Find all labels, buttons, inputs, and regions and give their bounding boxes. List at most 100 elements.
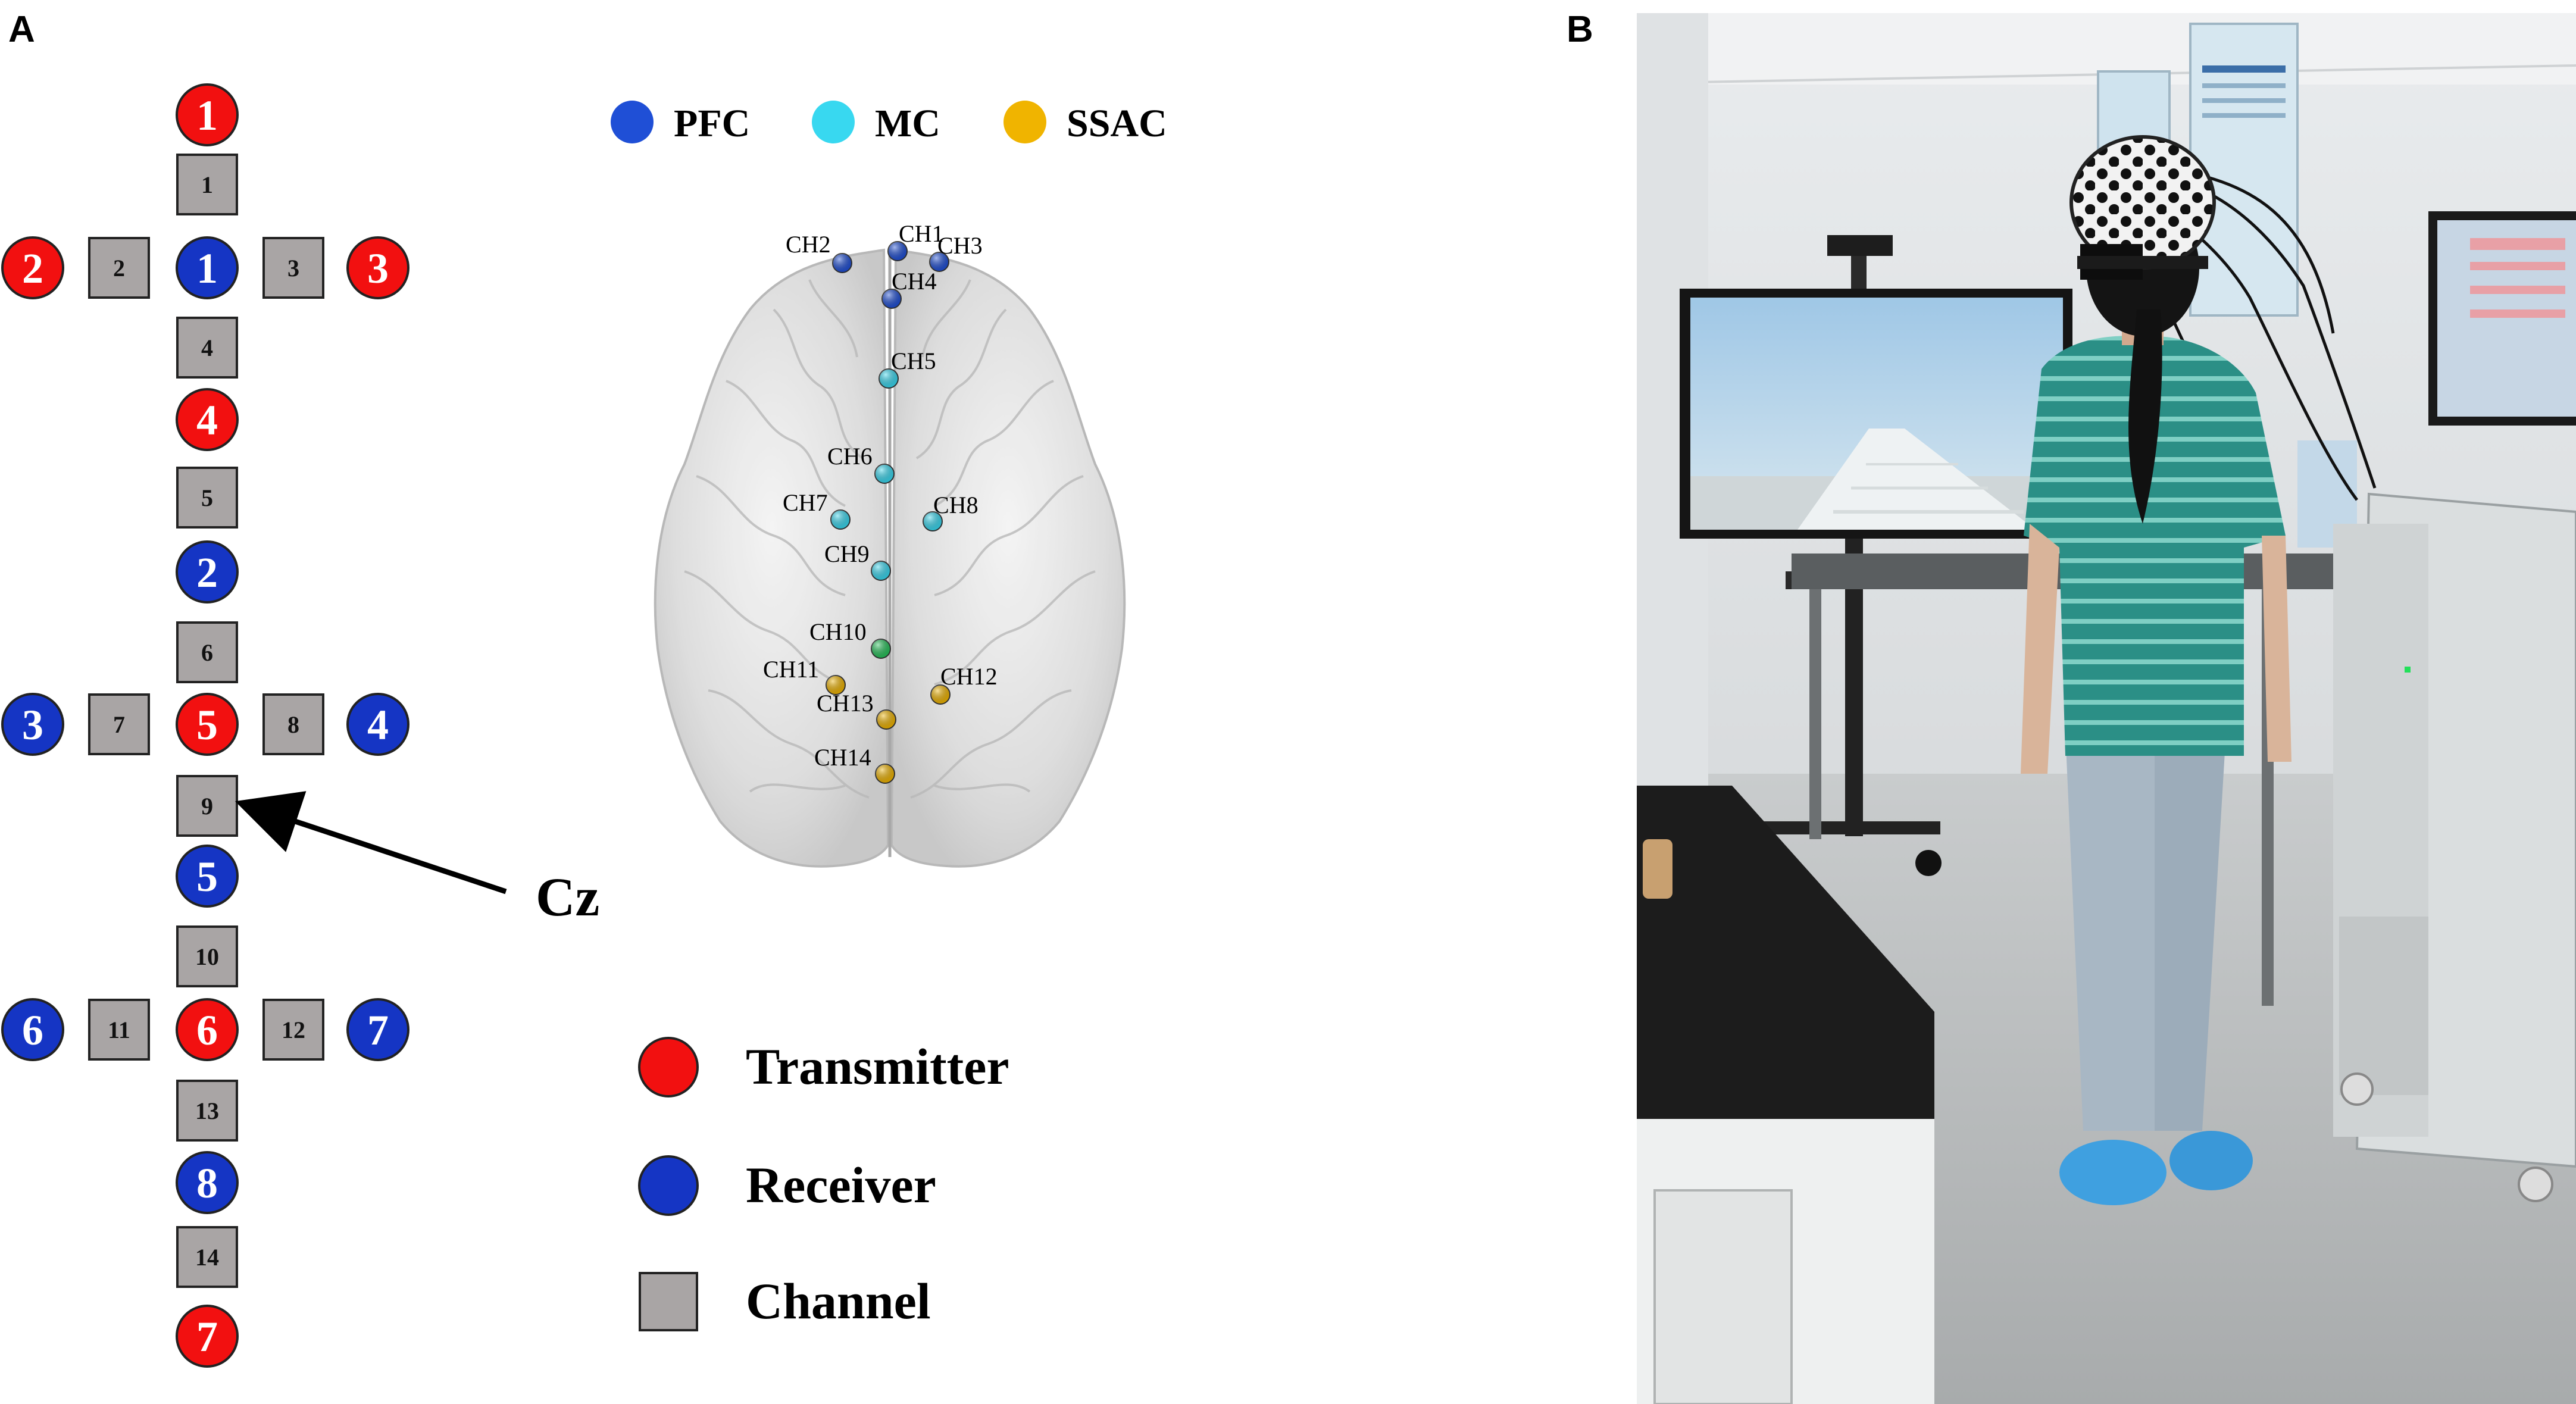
photo-participant <box>2021 135 2291 1205</box>
transmitter-label: 7 <box>196 1313 218 1361</box>
transmitter-label: 1 <box>196 92 218 139</box>
type-legend-circle <box>638 1037 699 1097</box>
region-legend-dot <box>812 101 855 143</box>
type-legend-circle <box>638 1155 699 1216</box>
channel-box-1: 1 <box>176 154 238 215</box>
channel-box-label: 13 <box>195 1097 219 1124</box>
channel-box-shape <box>262 237 324 299</box>
transmitter-label: 5 <box>196 701 218 749</box>
brain-channel-ch6: CH6 <box>827 443 895 484</box>
channel-box-label: 7 <box>113 711 125 738</box>
channel-box-9: 9 <box>176 775 238 837</box>
brain-channel-label: CH2 <box>786 231 831 258</box>
receiver-label: 6 <box>22 1006 43 1054</box>
receiver-label: 7 <box>367 1006 389 1054</box>
brain-right-hemisphere <box>890 248 1126 868</box>
region-legend-dot <box>1003 101 1046 143</box>
channel-box-10: 10 <box>176 925 238 987</box>
region-legend-ssac: SSAC <box>1003 101 1167 145</box>
receiver-circle <box>346 693 409 756</box>
channel-box-label: 9 <box>201 793 213 820</box>
transmitter-circle <box>176 388 239 451</box>
region-legend-mc: MC <box>812 101 940 145</box>
brain-channel-ch11: CH11 <box>763 656 846 695</box>
receiver-label: 4 <box>367 701 389 749</box>
brain-channel-label: CH11 <box>763 656 819 683</box>
receiver-label: 2 <box>196 549 218 596</box>
brain-channel-label: CH9 <box>824 540 870 567</box>
region-legend-label: MC <box>875 102 940 145</box>
channel-box-shape <box>176 621 238 683</box>
brain-channel-ch2: CH2 <box>786 231 852 273</box>
transmitter-circle <box>1 236 64 299</box>
channel-box-shape <box>176 1080 238 1142</box>
channel-box-shape <box>176 1226 238 1288</box>
channel-box-4: 4 <box>176 317 238 379</box>
receiver-circle <box>176 1151 239 1214</box>
receiver-label: 3 <box>22 701 43 749</box>
channel-box-shape <box>88 237 150 299</box>
transmitter-circle <box>346 236 409 299</box>
brain-channel-label: CH3 <box>937 232 983 259</box>
receiver-1: 1 <box>176 236 239 299</box>
cz-arrow <box>235 791 507 895</box>
brain-channel-label: CH14 <box>814 744 871 771</box>
brain-channel-ch10: CH10 <box>809 618 891 659</box>
receiver-circle <box>176 845 239 908</box>
receiver-label: 5 <box>196 853 218 900</box>
channel-box-14: 14 <box>176 1226 238 1288</box>
brain-illustration <box>654 248 1126 868</box>
brain-gyri <box>684 279 1096 799</box>
receiver-circle <box>176 540 239 603</box>
brain-channel-label: CH6 <box>827 443 873 470</box>
panel-letter-a: A <box>8 9 35 50</box>
channel-box-label: 2 <box>113 255 125 282</box>
channel-box-shape <box>176 775 238 837</box>
type-legend-square <box>639 1272 698 1331</box>
transmitter-circle <box>176 83 239 146</box>
transmitter-label: 3 <box>367 245 389 292</box>
channel-box-shape <box>176 154 238 215</box>
brain-channel-ch14: CH14 <box>814 744 895 784</box>
channel-box-12: 12 <box>262 999 324 1061</box>
channel-box-label: 11 <box>108 1017 130 1043</box>
channel-box-label: 6 <box>201 639 213 666</box>
type-legend-channel: Channel <box>639 1272 931 1331</box>
brain-channel-ch3: CH3 <box>929 232 983 272</box>
type-legend-label: Transmitter <box>746 1038 1009 1095</box>
channel-box-3: 3 <box>262 237 324 299</box>
transmitter-circle <box>176 998 239 1061</box>
channel-box-5: 5 <box>176 467 238 529</box>
panel-letter-b: B <box>1567 9 1593 50</box>
receiver-circle <box>346 998 409 1061</box>
transmitter-5: 5 <box>176 693 239 756</box>
channel-box-shape <box>176 467 238 529</box>
receiver-circle <box>1 693 64 756</box>
receiver-circle <box>176 236 239 299</box>
transmitter-label: 4 <box>196 396 218 444</box>
transmitter-circle <box>176 1305 239 1368</box>
brain-channel-label: CH10 <box>809 618 867 645</box>
receiver-6: 6 <box>1 998 64 1061</box>
brain-channel-ch8: CH8 <box>923 492 978 531</box>
brain-channel-label: CH1 <box>899 220 944 247</box>
brain-channel-label: CH12 <box>940 663 998 690</box>
brain-channel-ch12: CH12 <box>930 663 998 705</box>
channel-box-11: 11 <box>88 999 150 1061</box>
receiver-label: 8 <box>196 1159 218 1207</box>
brain-channel-ch1: CH1 <box>887 220 944 261</box>
cz-label: Cz <box>536 867 599 927</box>
region-legend-label: SSAC <box>1067 102 1167 145</box>
receiver-5: 5 <box>176 845 239 908</box>
channel-box-label: 1 <box>201 171 213 198</box>
brain-channel-ch7: CH7 <box>783 489 851 530</box>
channel-box-13: 13 <box>176 1080 238 1142</box>
brain-channel-label: CH13 <box>817 690 874 717</box>
channel-box-label: 8 <box>287 711 299 738</box>
